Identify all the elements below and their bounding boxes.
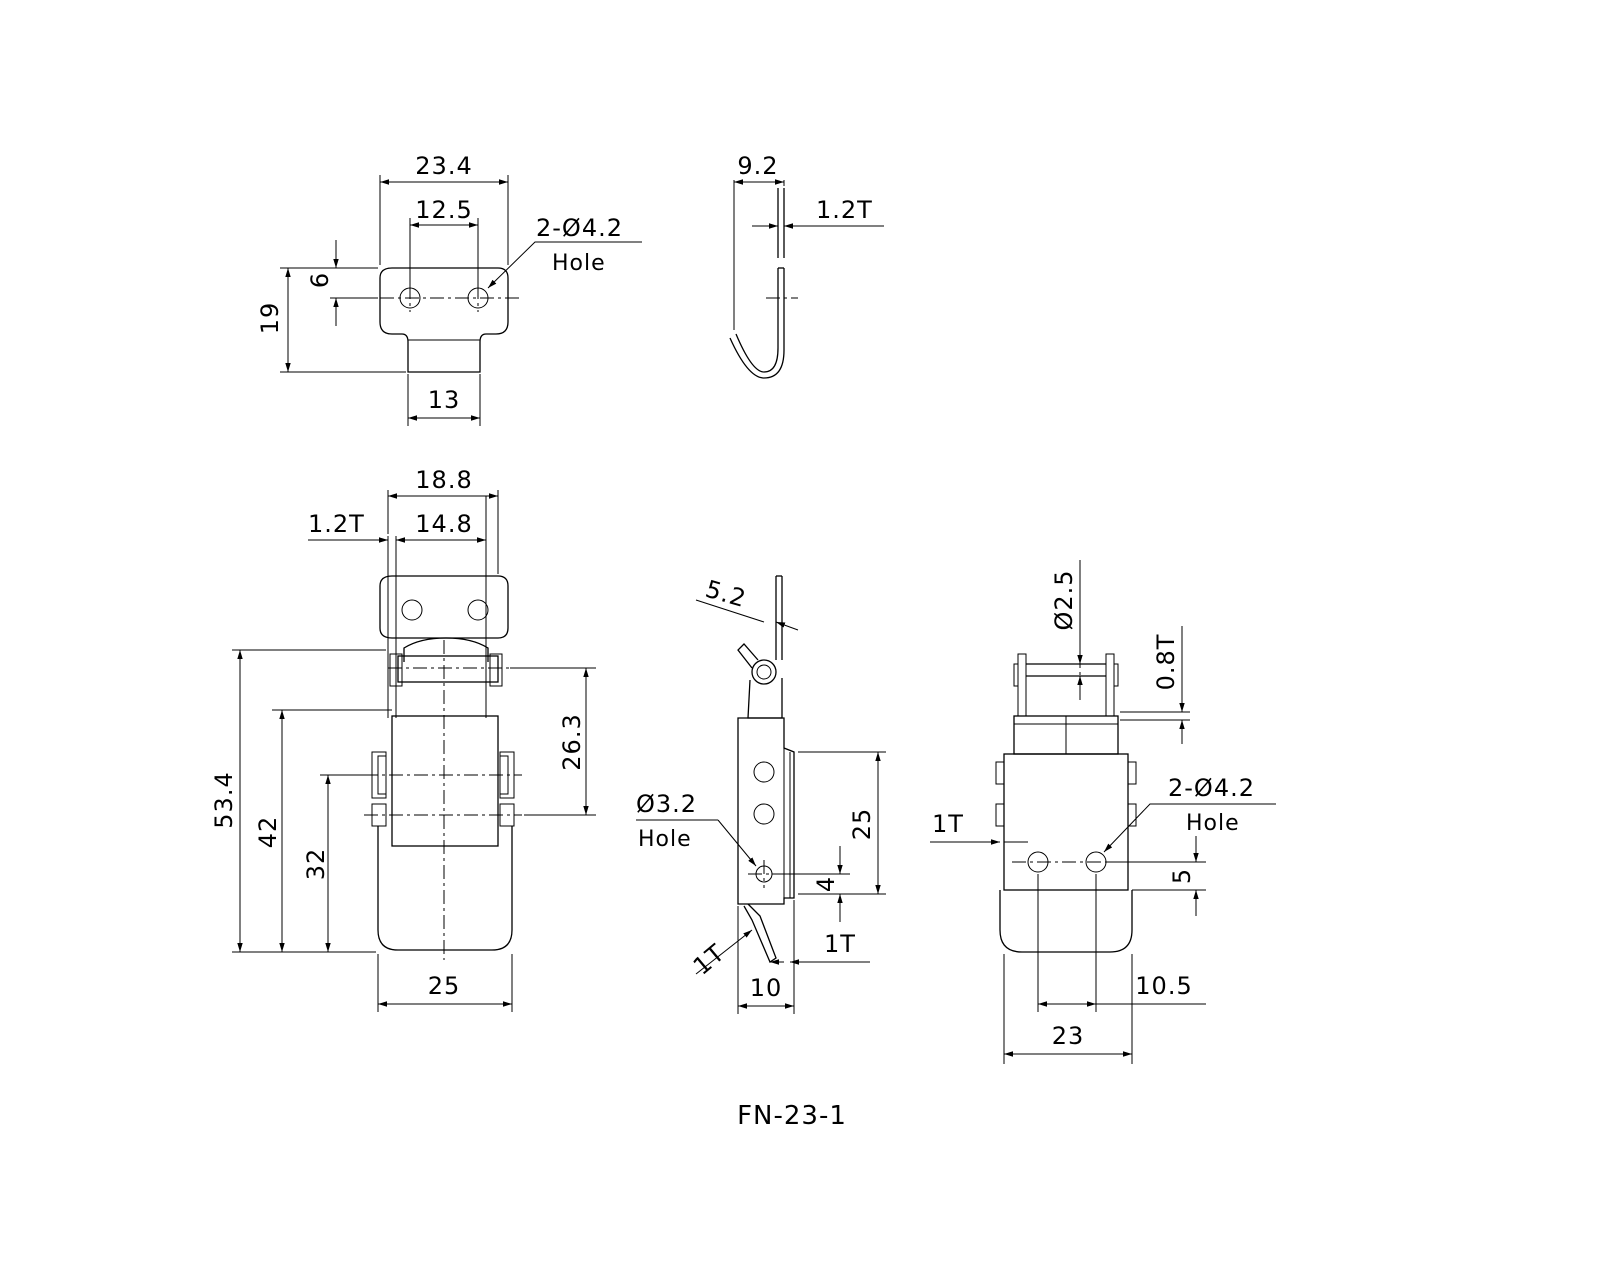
front-view: 18.8 1.2T 14.8 53.4 42 32 26.3 25 <box>210 466 596 1012</box>
dim-height: 25 <box>848 808 876 841</box>
dim-inner-width: 14.8 <box>415 510 472 538</box>
top-flat-view: 23.4 12.5 2-Ø4.2 Hole 6 19 13 <box>256 152 642 426</box>
hole-callout: 2-Ø4.2 <box>1168 774 1255 802</box>
dim-hole-offset: 4 <box>812 876 840 892</box>
dim-pin-dia: Ø2.5 <box>1050 569 1078 630</box>
dim-height-overall: 53.4 <box>210 771 238 828</box>
dim-depth: 10 <box>750 974 783 1002</box>
dim-thickness-top: 0.8T <box>1152 634 1180 691</box>
hole-label: Hole <box>552 251 606 276</box>
dim-tab-width: 13 <box>428 386 461 414</box>
top-side-view: 9.2 1.2T <box>729 152 884 379</box>
dim-hole-spacing: 12.5 <box>415 196 472 224</box>
dim-width-overall: 23.4 <box>415 152 472 180</box>
dim-height-32: 32 <box>302 848 330 881</box>
back-view: Ø2.5 0.8T 1T 2-Ø4.2 Hole 5 10.5 23 <box>930 560 1276 1064</box>
dim-height-42: 42 <box>254 816 282 849</box>
dim-width: 23 <box>1052 1022 1085 1050</box>
part-number: FN-23-1 <box>737 1101 847 1131</box>
dim-width-top: 18.8 <box>415 466 472 494</box>
dim-width-bottom: 25 <box>428 972 461 1000</box>
dim-thickness-left: 1T <box>688 939 730 981</box>
side-view: 5.2 Ø3.2 Hole 25 4 1T 1T 10 <box>636 575 886 1014</box>
dim-hole-offset: 5 <box>1168 868 1196 884</box>
dim-height: 19 <box>256 302 284 335</box>
dim-thickness: 1.2T <box>816 196 873 224</box>
hole-label: Hole <box>1186 811 1240 836</box>
dim-depth: 9.2 <box>737 152 778 180</box>
dim-thickness-right: 1T <box>824 930 856 958</box>
dim-hole-spacing: 10.5 <box>1135 972 1192 1000</box>
dim-lever-width: 5.2 <box>702 575 749 613</box>
dim-hole-edge: 6 <box>306 272 334 288</box>
dim-thickness: 1.2T <box>308 510 365 538</box>
hole-callout: 2-Ø4.2 <box>536 214 623 242</box>
hole-callout: Ø3.2 <box>636 790 697 818</box>
dim-thickness-side: 1T <box>932 810 964 838</box>
dim-pivot-spacing: 26.3 <box>558 713 586 770</box>
hole-label: Hole <box>638 827 692 852</box>
